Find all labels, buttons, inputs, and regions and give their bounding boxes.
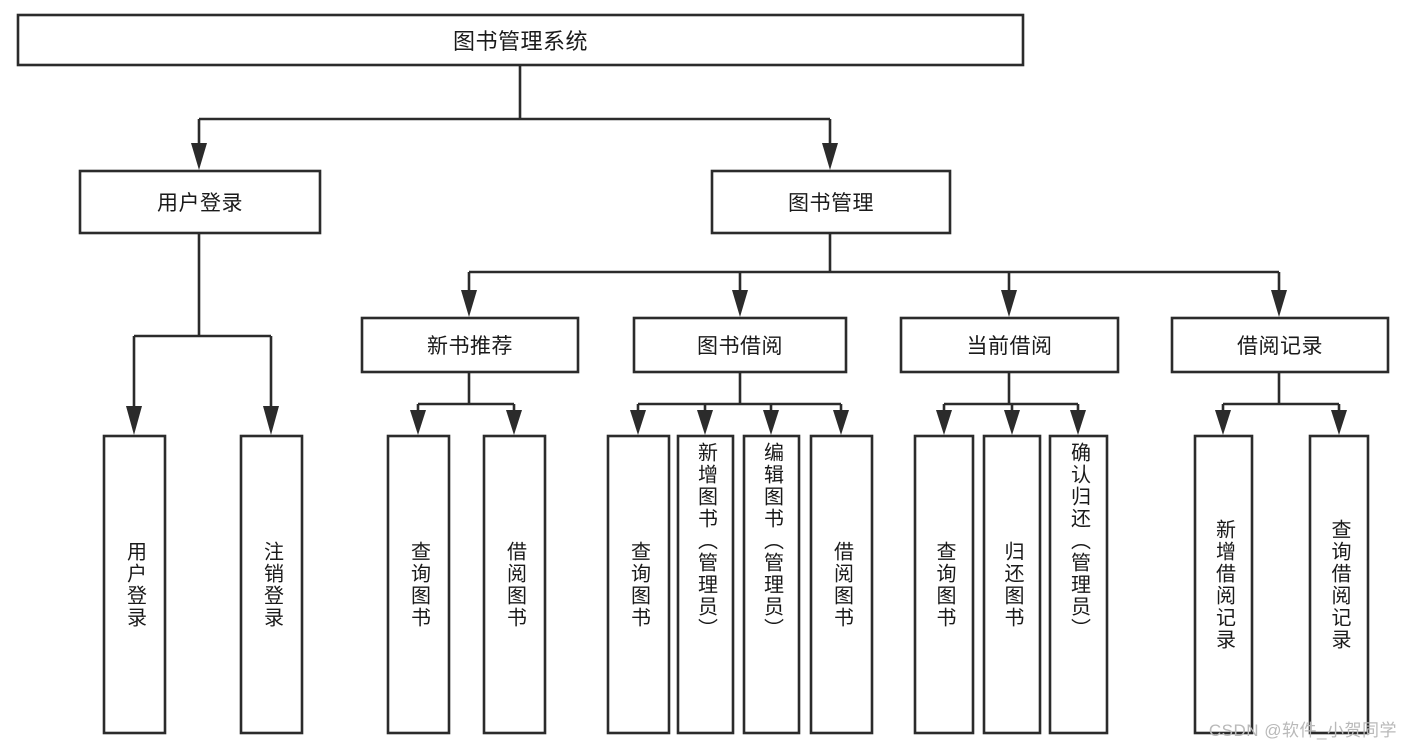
arrow-head-icon: [1070, 410, 1086, 435]
connector-current-borrow-to-leaves: [936, 372, 1086, 435]
arrow-head-icon: [506, 410, 522, 435]
node-box-leaf-return-book[interactable]: [982, 434, 1042, 735]
arrow-head-icon: [410, 410, 426, 435]
node-box-leaf-user-login[interactable]: [102, 434, 167, 735]
node-box-leaf-query-record[interactable]: [1308, 434, 1370, 735]
node-box-leaf-borrow-book-2[interactable]: [809, 434, 874, 735]
connector-user-login-to-leaves: [126, 233, 279, 435]
arrow-head-icon: [822, 143, 838, 170]
node-box-leaf-query-book-1[interactable]: [386, 434, 451, 735]
node-box-leaf-edit-book[interactable]: [742, 434, 801, 735]
arrow-head-icon: [1331, 410, 1347, 435]
node-box-borrow-record[interactable]: [1170, 316, 1390, 374]
node-box-leaf-add-record[interactable]: [1193, 434, 1254, 735]
arrow-head-icon: [1215, 410, 1231, 435]
node-box-leaf-add-book[interactable]: [676, 434, 735, 735]
arrow-head-icon: [126, 406, 142, 435]
node-box-leaf-borrow-book-1[interactable]: [482, 434, 547, 735]
connector-root-to-level2: [191, 65, 838, 170]
arrow-head-icon: [697, 410, 713, 435]
node-box-new-book-recommend[interactable]: [360, 316, 580, 374]
arrow-head-icon: [263, 406, 279, 435]
node-box-book-management[interactable]: [710, 169, 952, 235]
connector-book-management-to-level3: [461, 233, 1287, 317]
arrow-head-icon: [936, 410, 952, 435]
arrow-head-icon: [630, 410, 646, 435]
node-box-leaf-logout[interactable]: [239, 434, 304, 735]
connector-borrow-record-to-leaves: [1215, 372, 1347, 435]
arrow-head-icon: [191, 143, 207, 170]
connector-new-book-recommend-to-leaves: [410, 372, 522, 435]
arrow-head-icon: [1001, 290, 1017, 317]
node-box-book-borrow[interactable]: [632, 316, 848, 374]
arrow-head-icon: [833, 410, 849, 435]
node-box-current-borrow[interactable]: [899, 316, 1120, 374]
node-box-root[interactable]: [16, 13, 1025, 67]
node-box-leaf-query-book-2[interactable]: [606, 434, 671, 735]
node-box-user-login[interactable]: [78, 169, 322, 235]
arrow-head-icon: [763, 410, 779, 435]
connector-book-borrow-to-leaves: [630, 372, 849, 435]
arrow-head-icon: [1004, 410, 1020, 435]
arrow-head-icon: [461, 290, 477, 317]
arrow-head-icon: [732, 290, 748, 317]
arrow-head-icon: [1271, 290, 1287, 317]
node-box-leaf-query-book-3[interactable]: [913, 434, 975, 735]
node-box-leaf-confirm-return[interactable]: [1048, 434, 1109, 735]
